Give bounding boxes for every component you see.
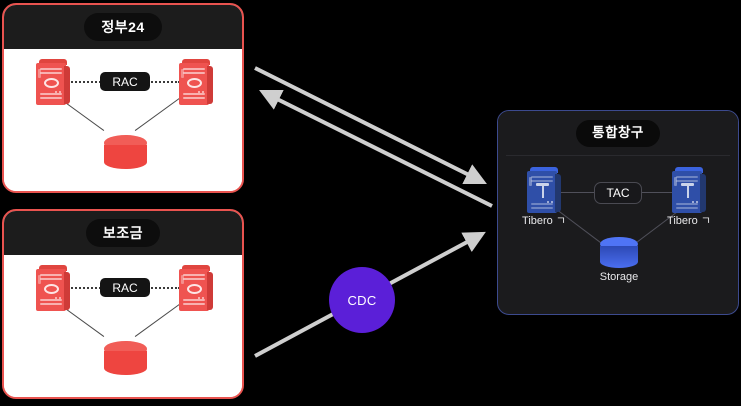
arrow-gov24-to-hub: [254, 66, 487, 184]
server-icon: [672, 167, 706, 213]
server-icon: [527, 167, 561, 213]
panel-body: TAC Tibero ㄱ: [498, 155, 738, 314]
panel-title-pill: 보조금: [85, 219, 161, 247]
server-icon: [36, 265, 70, 311]
cluster-box-tac: TAC: [594, 182, 642, 204]
server-icon: [36, 59, 70, 105]
server-node-left: [36, 59, 70, 105]
server-icon: [179, 265, 213, 311]
server-node-right: Tibero ㄱ: [667, 167, 711, 227]
database-node: [104, 341, 147, 375]
connector-right-tac: [642, 192, 678, 193]
database-cylinder-icon: [104, 341, 147, 375]
database-cylinder-icon: [600, 237, 638, 268]
storage-node: Storage: [600, 237, 638, 283]
panel-header: 정부24: [4, 5, 242, 49]
panel-title-pill: 정부24: [84, 13, 162, 41]
panel-body: RAC: [4, 49, 242, 191]
database-node: [104, 135, 147, 169]
panel-body: RAC: [4, 255, 242, 397]
arrow-hub-to-gov24: [259, 89, 493, 208]
server-node-left: Tibero ㄱ: [522, 167, 566, 227]
connector-right-db: [134, 302, 183, 337]
server-label-right: Tibero ㄱ: [667, 215, 711, 227]
server-node-left: [36, 265, 70, 311]
panel-header: 통합창구: [498, 111, 738, 155]
source-panel-subsidy: 보조금 RAC: [2, 209, 244, 399]
connector-right-db: [134, 96, 183, 131]
cluster-box-rac: RAC: [100, 278, 150, 297]
cdc-node-icon: CDC: [329, 267, 395, 333]
server-node-right: [179, 59, 213, 105]
target-panel-hub: 통합창구 TAC: [497, 110, 739, 315]
connector-left-tac: [558, 192, 594, 193]
server-label-left: Tibero ㄱ: [522, 215, 566, 227]
server-icon: [179, 59, 213, 105]
panel-header: 보조금: [4, 211, 242, 255]
header-divider: [506, 155, 730, 156]
panel-title-pill: 통합창구: [576, 119, 660, 147]
server-node-right: [179, 265, 213, 311]
source-panel-gov24: 정부24 RAC: [2, 3, 244, 193]
cdc-label: CDC: [347, 292, 377, 308]
cluster-box-rac: RAC: [100, 72, 150, 91]
storage-label: Storage: [599, 271, 639, 283]
database-cylinder-icon: [104, 135, 147, 169]
